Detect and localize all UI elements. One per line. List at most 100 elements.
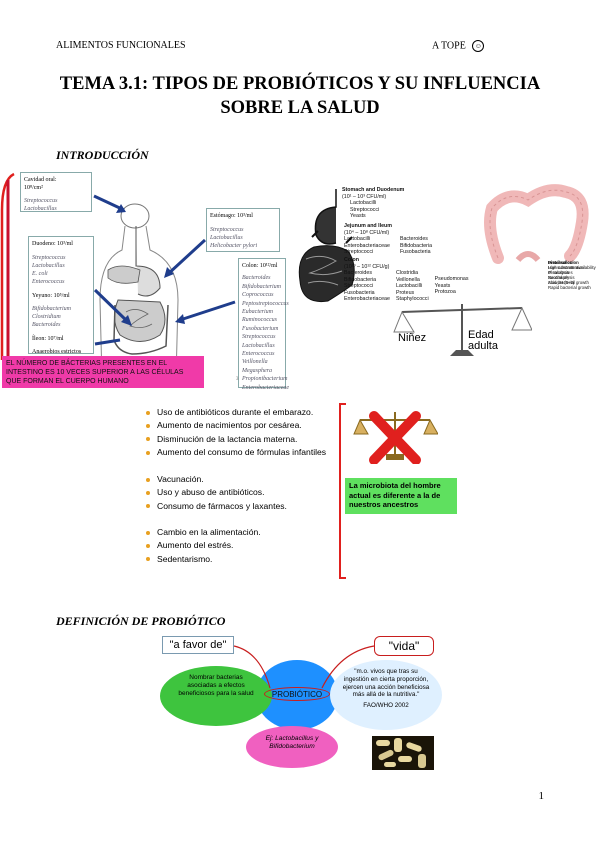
title-line-2: SOBRE LA SALUD xyxy=(220,98,380,118)
factors-bracket xyxy=(339,403,346,579)
bullet-icon xyxy=(146,437,150,442)
colon-col3-3: Protozoa xyxy=(434,289,456,295)
colon-col1-4: Fusobacteria xyxy=(344,289,375,296)
distal-title: Distal colon xyxy=(548,260,573,265)
colon-bacteria-item: Veillonella xyxy=(242,359,268,366)
factor-text: Uso de antibióticos durante el embarazo. xyxy=(157,407,314,417)
duodenum-bacteria-2: Lactobacillus xyxy=(32,263,65,269)
page-number: 1 xyxy=(538,790,545,802)
bullet-icon xyxy=(146,490,150,495)
factor-text: Aumento del consumo de fórmulas infantil… xyxy=(157,446,327,457)
header-right-text: A TOPE xyxy=(432,40,466,52)
stomach-bacteria-1: Streptococcus xyxy=(210,227,244,233)
factors-group-3: Cambio en la alimentación. Aumento del es… xyxy=(146,526,261,566)
jejunum-bacteria-3: Bacteroides xyxy=(32,322,61,328)
factor-item: Aumento de nacimientos por cesárea. xyxy=(146,419,326,432)
connector-lines xyxy=(233,645,375,689)
colon-bacteria-item: Enterobacteriaceae xyxy=(242,384,290,391)
oral-title: Cavidad oral: xyxy=(24,177,57,183)
smiley-icon: ☺ xyxy=(472,40,485,52)
gi-tract-illustration xyxy=(298,189,355,303)
bacteria-count-note: El número de bácterias presentes en el i… xyxy=(2,356,204,388)
duodenum-title: Duodeno: 10³/ml xyxy=(32,241,73,247)
digestive-tract-figure: Cavidad oral: 10⁸/cm² Streptococcus Lact… xyxy=(0,170,290,392)
distal-line-2: Proteolysis xyxy=(548,270,570,276)
distal-line-1: Low substrate availability xyxy=(548,265,596,271)
colon-bacteria-item: Megasphera xyxy=(242,367,272,374)
jejunum-col2-2: Bifidobacteria xyxy=(399,242,433,249)
factor-text: Disminución de la lactancia materna. xyxy=(157,433,298,444)
balance-icon xyxy=(393,304,532,356)
jejunum-ileum-count: (10⁴ – 10⁸ CFU/ml) xyxy=(344,229,390,236)
proximal-line-1: High concentration xyxy=(548,265,584,271)
colon-bacteria-item: Enterococcus xyxy=(242,351,275,358)
definition-source: FAO/WHO 2002 xyxy=(363,702,409,710)
stomach-title: Estómago: 10³/ml xyxy=(210,213,253,219)
colon-col2-1: Clostridia xyxy=(395,270,419,276)
colon-bacteria-item: Streptococcus xyxy=(242,334,276,341)
jejunum-bacteria-2: Clostridium xyxy=(32,314,61,320)
balance-left-label: Niñez xyxy=(398,332,427,344)
colon-bacteria-item: Eubacterium xyxy=(242,309,273,316)
factor-item: Consumo de fármacos y laxantes. xyxy=(146,500,287,513)
bullet-icon xyxy=(146,557,150,562)
jejunum-col2-3: Fusobacteria xyxy=(399,249,431,255)
colon-bacteria-item: Coprococcus xyxy=(242,292,274,299)
colon-col1-1: Bacteroides xyxy=(344,270,372,276)
factor-item: Aumento del estrés. xyxy=(146,539,261,552)
bullet-icon xyxy=(146,410,150,415)
factor-item: Aumento del consumo de fórmulas infantil… xyxy=(146,446,326,459)
bullet-icon xyxy=(146,477,150,482)
definition-text: "m.o. vivos que tras su ingestión en cie… xyxy=(342,668,430,699)
ileum-title: Íleon: 10⁷/ml xyxy=(32,336,64,342)
duodenum-bacteria-3: E. coli xyxy=(32,271,48,277)
jejunum-bacteria-1: Bifidobacterium xyxy=(32,306,71,312)
colon-bacteria-item: Propionibacterium xyxy=(242,376,288,383)
distal-line-4: Slow bacterial growth xyxy=(548,280,589,286)
bullet-icon xyxy=(146,530,150,535)
page-title: TEMA 3.1: TIPOS DE PROBIÓTICOS Y SU INFL… xyxy=(40,72,560,120)
vida-box: "vida" xyxy=(374,636,434,656)
oral-bacteria-1: Streptococcus xyxy=(24,198,58,204)
small-intestine-box: Duodeno: 10³/ml Streptococcus Lactobacil… xyxy=(28,236,94,355)
jejunum-col2-1: Bacteroides xyxy=(399,236,428,242)
ileum-note: Anaerobios estrictos xyxy=(32,349,82,355)
colon-col1-2: Bifidobacteria xyxy=(344,276,377,283)
bullet-icon xyxy=(146,543,150,548)
jejunum-col1-1: Lactobacilli xyxy=(344,236,371,242)
stomach-duodenum-count: (10¹ – 10³ CFU/ml) xyxy=(342,193,387,200)
stomach-box: Estómago: 10³/ml Streptococcus Lactobaci… xyxy=(206,208,280,252)
factor-text: Sedentarismo. xyxy=(157,553,213,564)
colon-col1-5: Enterobacteriaceae xyxy=(344,296,390,302)
jejunum-ileum-label: Jejunum and Ileum (10⁴ – 10⁸ CFU/ml) Lac… xyxy=(344,223,432,256)
definition-bubble: "m.o. vivos que tras su ingestión en cie… xyxy=(330,660,442,730)
jejunum-ileum-title: Jejunum and Ileum xyxy=(344,223,392,229)
colon-col3-2: Yeasts xyxy=(434,282,451,289)
example-bubble: Ej: Lactobacillus y Bifidobacterium xyxy=(246,726,338,768)
colon-bacteria-item: Bifidobacterium xyxy=(242,283,281,290)
proximal-line-5: Rapid bacterial growth xyxy=(548,285,591,291)
factor-text: Vacunación. xyxy=(157,474,204,484)
factors-group-1: Uso de antibióticos durante el embarazo.… xyxy=(146,406,326,459)
oral-cavity-box: Cavidad oral: 10⁸/cm² Streptococcus Lact… xyxy=(20,172,92,212)
bullet-icon xyxy=(146,423,150,428)
bullet-icon xyxy=(146,504,150,509)
colon-col1-3: Streptococci xyxy=(344,283,374,289)
jejunum-col1-2: Enterobacteriaceae xyxy=(344,242,390,249)
figure-page-mark: 3 xyxy=(236,377,239,382)
proximal-colon-text: Proximal colon High concentration of sub… xyxy=(548,260,591,291)
colon-col2-5: Staphylococci xyxy=(395,296,429,302)
title-line-1: TEMA 3.1: TIPOS DE PROBIÓTICOS Y SU INFL… xyxy=(59,74,541,94)
colon-label: Colon (10¹⁰ – 10¹² CFU/g) Bacteroides Bi… xyxy=(344,257,469,303)
factor-text: Cambio en la alimentación. xyxy=(157,527,261,537)
stomach-duodenum-bacteria-2: Streptococci xyxy=(350,206,380,213)
stomach-duodenum-bacteria-1: Lactobacilli xyxy=(350,200,377,206)
colon-bacteria-item: Peptostreptococcus xyxy=(242,300,289,307)
factor-text: Uso y abuso de antibióticos. xyxy=(157,487,265,498)
colon-bacteria-item: Bacteroides xyxy=(242,275,271,282)
oral-bacteria-2: Lactobacillus xyxy=(24,206,57,212)
colon-col2-4: Proteus xyxy=(395,289,415,296)
distal-colon-text: Distal colon Low substrate availability … xyxy=(548,260,596,285)
colon-col2-2: Veillonella xyxy=(395,276,420,283)
duodenum-bacteria-1: Streptococcus xyxy=(32,255,66,261)
